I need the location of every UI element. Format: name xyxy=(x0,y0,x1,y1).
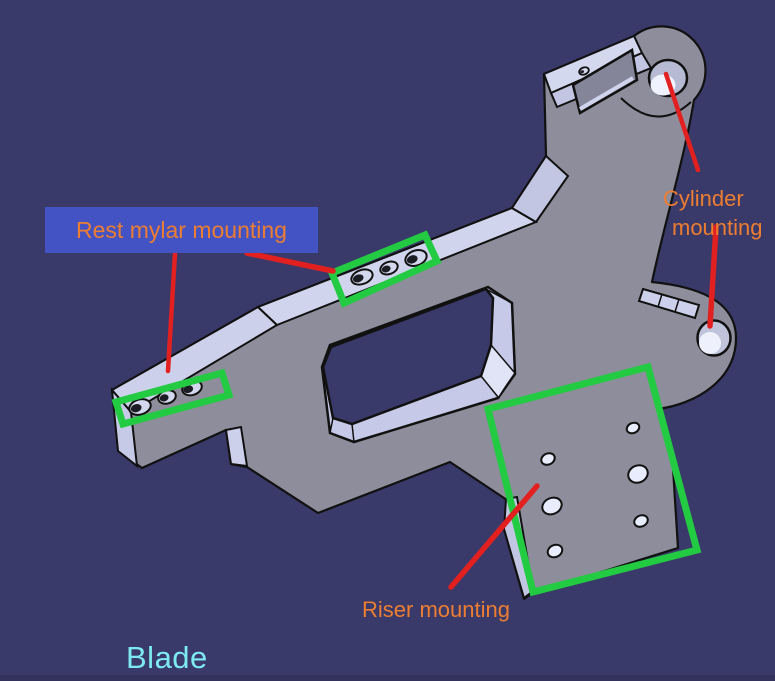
top-corner-face xyxy=(510,154,570,224)
lug-chamfer-stripes xyxy=(637,287,701,320)
cylinder-mounting-line2: mounting xyxy=(672,215,763,240)
riser-mounting-label: Riser mounting xyxy=(362,597,510,622)
callout-line-rest-mylar-right xyxy=(244,250,336,274)
pocket-inner-highlight xyxy=(578,76,635,111)
part-caption: Blade xyxy=(126,640,208,675)
callout-line-cylinder-top xyxy=(663,71,701,173)
highlight-box-riser xyxy=(483,362,702,597)
highlight-box-plate-holes xyxy=(327,230,442,308)
callout-line-cylinder-bottom xyxy=(707,224,719,329)
rest-mylar-mounting-label: Rest mylar mounting xyxy=(45,207,318,253)
plate-mounting-holes xyxy=(350,249,428,286)
cylinder-mounting-line1: Cylinder xyxy=(663,186,744,211)
tower-small-hole xyxy=(578,66,590,76)
arm-plate-junction-face xyxy=(224,425,249,468)
callout-line-rest-mylar-left xyxy=(165,250,178,374)
boss-crease-edge xyxy=(620,97,692,118)
cylinder-mounting-hole-side xyxy=(696,319,732,357)
center-cutout xyxy=(320,285,517,444)
highlight-box-arm-holes xyxy=(111,368,234,429)
cutout-corner-chamfer xyxy=(481,345,514,397)
riser-mounting-holes xyxy=(540,421,649,559)
rest-mylar-mounting-text: Rest mylar mounting xyxy=(76,217,287,243)
cylinder-mounting-label: Cylinder mounting xyxy=(663,184,763,242)
mounting-pocket xyxy=(571,47,639,115)
footer-strip xyxy=(0,675,775,681)
callout-line-riser xyxy=(448,483,540,590)
